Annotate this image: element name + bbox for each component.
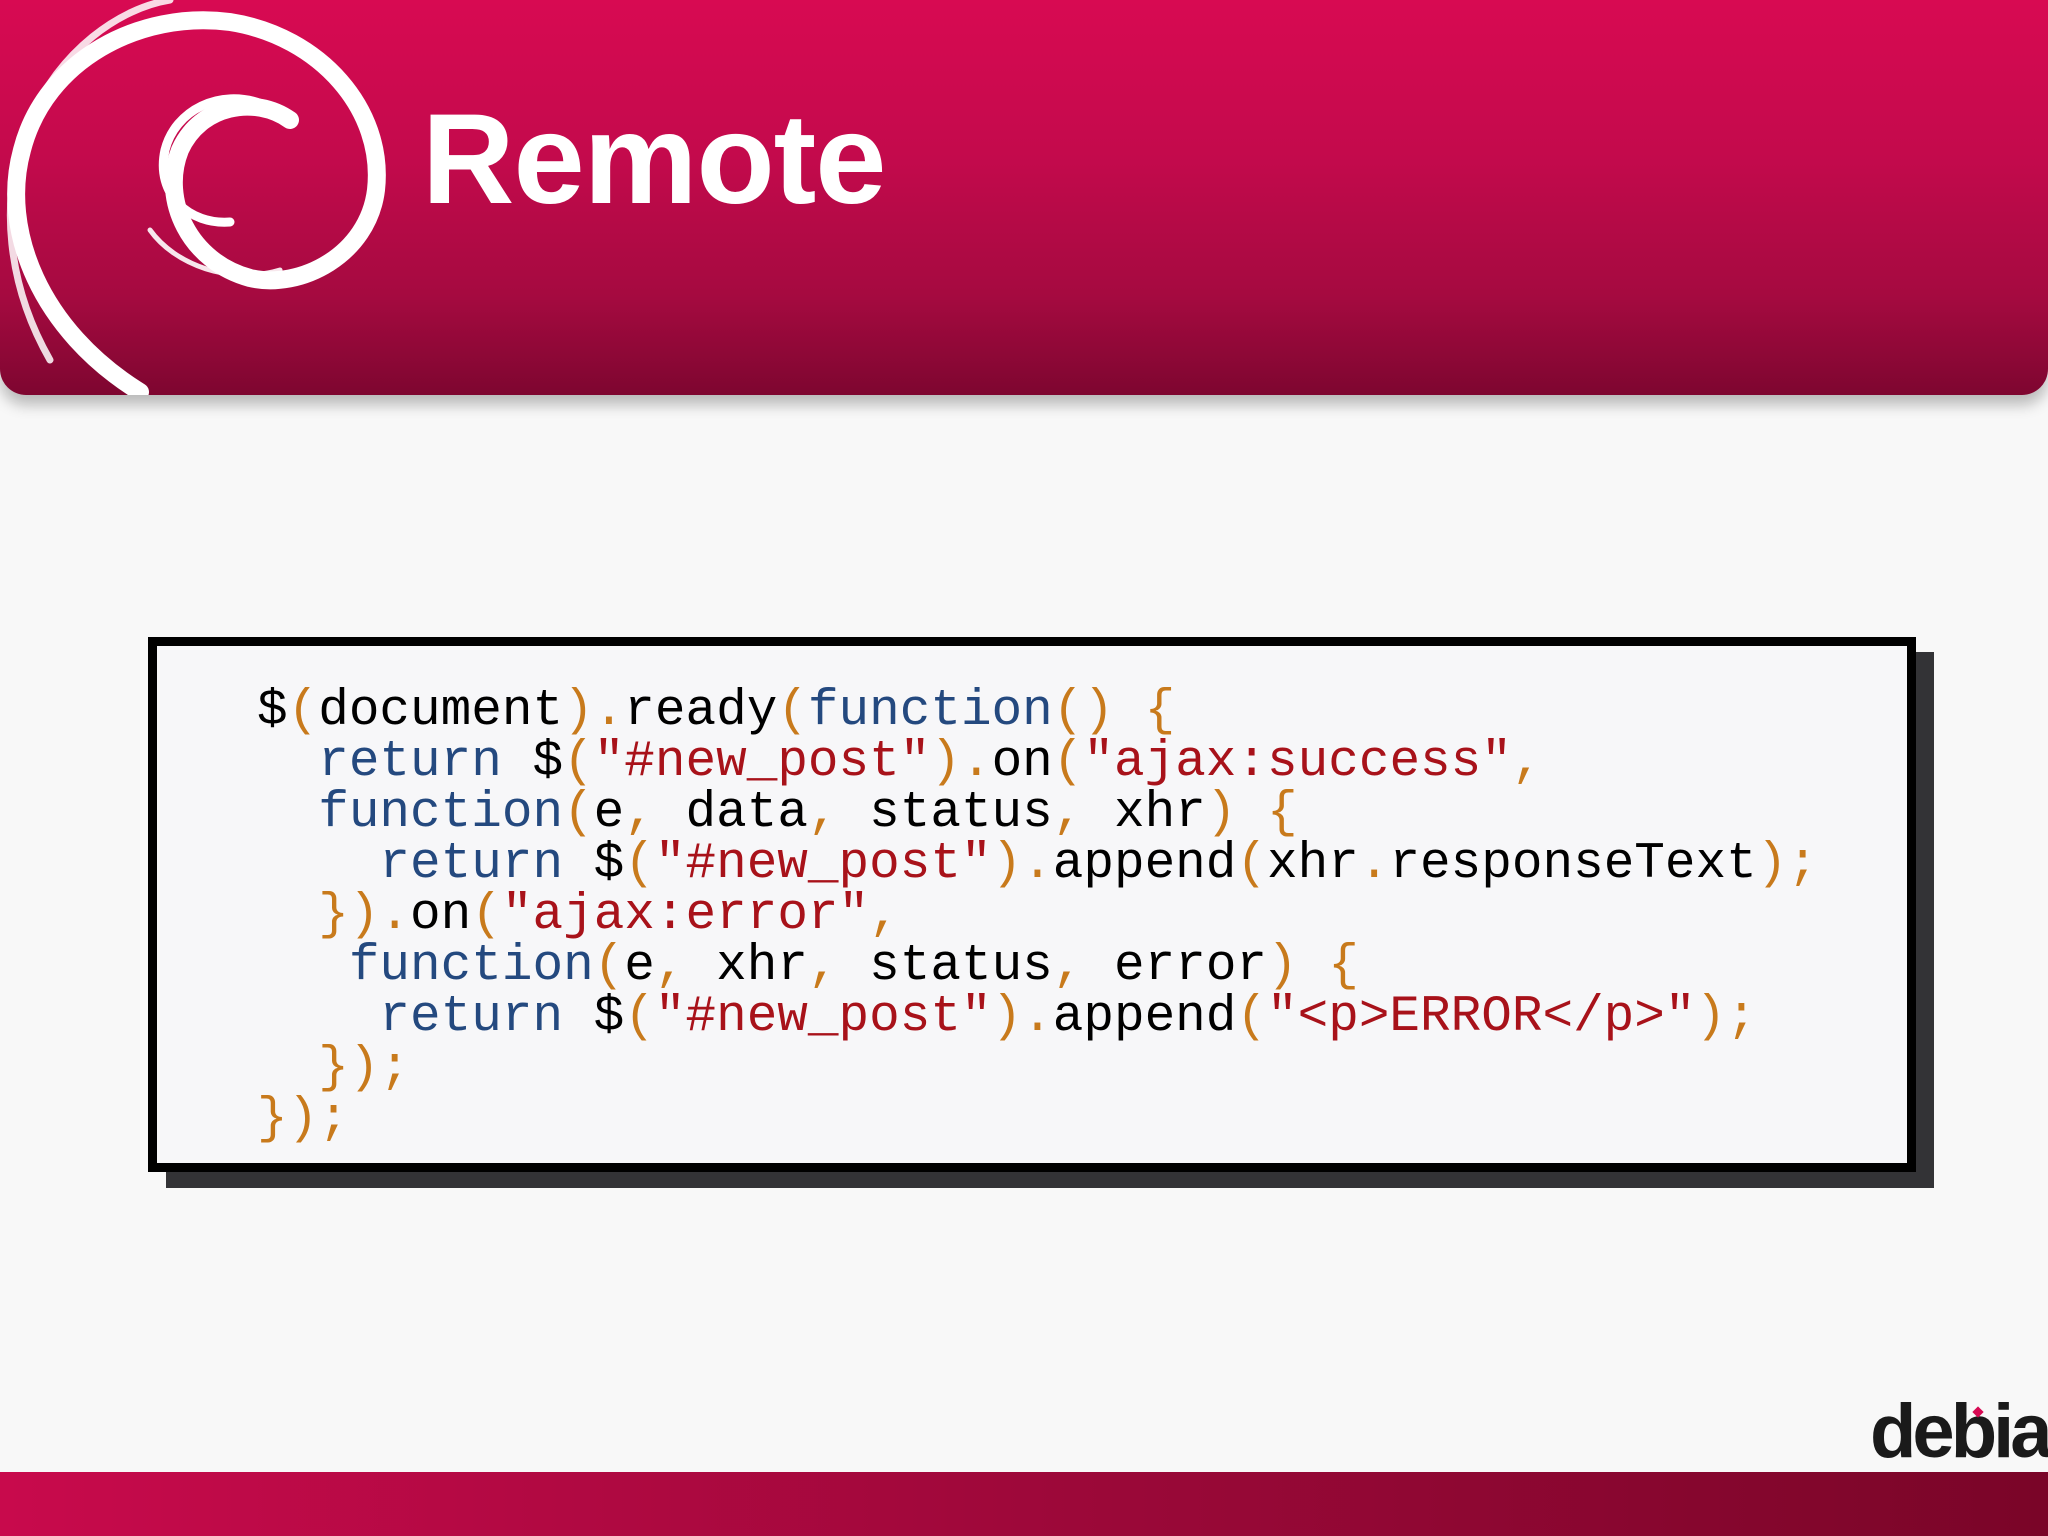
code-token: );	[1695, 989, 1757, 1046]
code-token: );	[1756, 836, 1818, 893]
code-token: append	[1052, 989, 1237, 1046]
code-token: ,	[807, 938, 870, 995]
code-token: (	[593, 938, 625, 995]
code-token: on	[410, 887, 472, 944]
code-line: return $("#new_post").append("<p>ERROR</…	[257, 992, 1818, 1043]
slide-footer-bar	[0, 1472, 2048, 1536]
code-token	[257, 887, 318, 944]
code-token: $	[563, 989, 625, 1046]
code-token	[257, 938, 349, 995]
code-token: (	[1236, 836, 1268, 893]
code-token: "#new_post"	[593, 734, 931, 791]
code-token: ).	[991, 989, 1053, 1046]
code-token: () {	[1052, 683, 1176, 740]
slide-header: Remote	[0, 0, 2048, 395]
code-token: (	[1052, 734, 1084, 791]
code-token: });	[257, 1091, 349, 1148]
code-block: $(document).ready(function() { return $(…	[148, 637, 1916, 1172]
code-line: function(e, data, status, xhr) {	[257, 788, 1818, 839]
code-token	[257, 785, 318, 842]
code-token: }).	[318, 887, 411, 944]
code-token: "ajax:error"	[501, 887, 870, 944]
code-token: function	[348, 938, 594, 995]
code-token: "#new_post"	[654, 836, 992, 893]
code-token: xhr	[716, 938, 808, 995]
code-token: xhr	[1114, 785, 1206, 842]
code-token: return	[318, 734, 502, 791]
code-token: append	[1052, 836, 1237, 893]
code-token: "<p>ERROR</p>"	[1267, 989, 1696, 1046]
code-token: status	[869, 938, 1053, 995]
code-token: function	[807, 683, 1053, 740]
code-token: "ajax:success"	[1083, 734, 1512, 791]
code-token	[257, 836, 379, 893]
code-token: .	[1358, 836, 1390, 893]
code-token: e	[624, 938, 655, 995]
code-token: "#new_post"	[654, 989, 992, 1046]
code-token: ,	[807, 785, 870, 842]
code-token: responseText	[1389, 836, 1757, 893]
code-token: ) {	[1267, 938, 1359, 995]
code-token: (	[287, 683, 319, 740]
code-token: (	[1236, 989, 1268, 1046]
code-token: document	[318, 683, 564, 740]
code-token: $	[501, 734, 564, 791]
code-line: }).on("ajax:error",	[257, 890, 1818, 941]
code-token: ,	[869, 887, 900, 944]
code-token: ,	[654, 938, 717, 995]
code-token: status	[869, 785, 1053, 842]
code-token: ).	[991, 836, 1053, 893]
code-line: });	[257, 1043, 1818, 1094]
code-token: error	[1114, 938, 1268, 995]
code-token: xhr	[1267, 836, 1359, 893]
code-token: data	[685, 785, 808, 842]
code-token: ).	[563, 683, 625, 740]
code-token: (	[624, 989, 655, 1046]
code-token: return	[379, 989, 564, 1046]
code-token: on	[991, 734, 1053, 791]
code-token: });	[318, 1040, 411, 1097]
code-token: ) {	[1205, 785, 1298, 842]
code-line: return $("#new_post").on("ajax:success",	[257, 737, 1818, 788]
code-token: e	[593, 785, 625, 842]
debian-swirl-icon	[6, 0, 386, 395]
code-token: ,	[1052, 938, 1115, 995]
code-token: $	[563, 836, 625, 893]
code-token: ,	[1511, 734, 1543, 791]
code-token: ready	[624, 683, 778, 740]
code-token	[257, 734, 318, 791]
code-token: (	[563, 734, 594, 791]
code-listing: $(document).ready(function() { return $(…	[257, 686, 1818, 1145]
code-line: function(e, xhr, status, error) {	[257, 941, 1818, 992]
debian-logo-text: debian	[1870, 1389, 2048, 1474]
code-line: return $("#new_post").append(xhr.respons…	[257, 839, 1818, 890]
code-token: return	[379, 836, 564, 893]
code-token: function	[318, 785, 564, 842]
slide-title: Remote	[422, 88, 886, 231]
code-token	[257, 989, 379, 1046]
code-token: (	[471, 887, 502, 944]
code-token: ,	[624, 785, 686, 842]
code-token: (	[777, 683, 808, 740]
code-line: });	[257, 1094, 1818, 1145]
code-token: ,	[1052, 785, 1114, 842]
code-line: $(document).ready(function() {	[257, 686, 1818, 737]
code-token: (	[563, 785, 594, 842]
code-token: (	[624, 836, 655, 893]
code-token	[257, 1040, 318, 1097]
code-token: ).	[930, 734, 992, 791]
code-token: $	[257, 683, 288, 740]
